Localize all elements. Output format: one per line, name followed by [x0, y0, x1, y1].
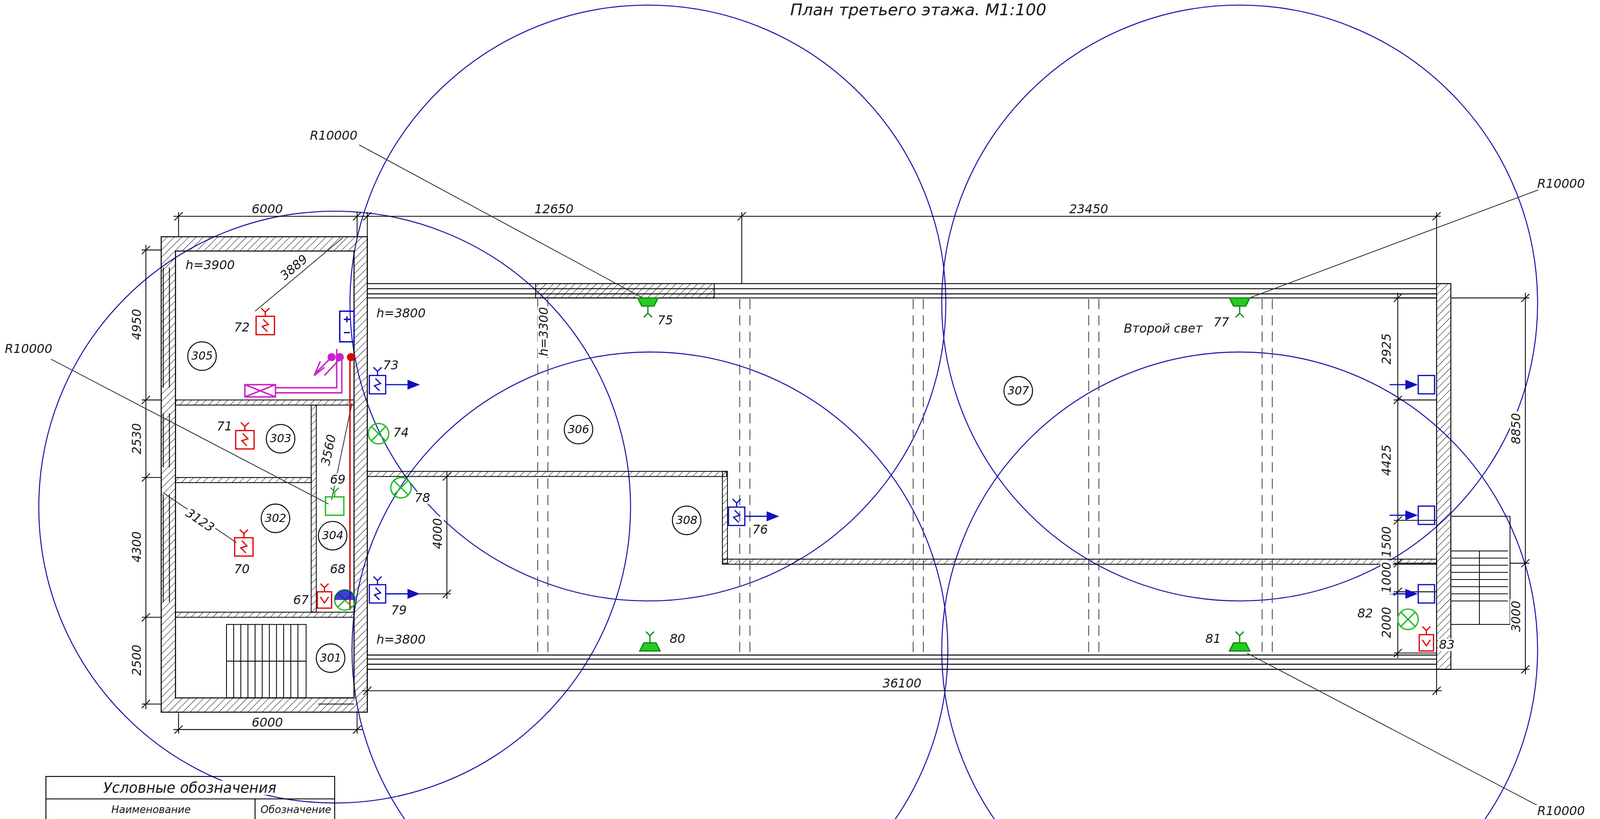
- room-number: 304: [322, 530, 344, 542]
- dimension-text: 2000: [1380, 605, 1393, 639]
- dimension-text: 3889: [277, 251, 311, 283]
- room-number-circle: 306: [563, 414, 594, 445]
- height-mark: h=3800: [375, 307, 427, 320]
- height-mark: h=3900: [184, 259, 236, 272]
- dimension-text: 2500: [130, 643, 143, 677]
- dimension-text: 4000: [431, 516, 444, 551]
- room-number-circle: 302: [260, 503, 291, 534]
- radius-label: R10000: [308, 129, 359, 142]
- room-number: 302: [264, 512, 287, 524]
- legend-table-cell: Обозначение: [259, 804, 333, 816]
- dimension-text: 3123: [182, 505, 218, 535]
- room-number: 305: [191, 350, 213, 362]
- room-number-circle: 301: [315, 643, 346, 674]
- dimension-text: 36100: [881, 677, 923, 690]
- callout-number: 73: [381, 359, 400, 372]
- room-number: 306: [567, 423, 590, 436]
- callout-number: 81: [1204, 632, 1223, 645]
- callout-number: 71: [215, 420, 234, 433]
- callout-number: 76: [751, 523, 769, 536]
- dimension-text: 3000: [1510, 599, 1523, 633]
- radius-label: R10000: [1536, 177, 1586, 190]
- room-number-circle: 307: [1003, 376, 1034, 406]
- callout-number: 77: [1212, 316, 1231, 329]
- room-number: 308: [675, 514, 698, 526]
- drawing-title: План третьего этажа. М1:100: [789, 1, 1048, 19]
- room-number-circle: 305: [187, 341, 217, 371]
- callout-number: 67: [292, 593, 310, 607]
- callout-number: 78: [413, 491, 432, 504]
- room-number: 307: [1007, 385, 1030, 397]
- callout-number: 83: [1438, 638, 1456, 651]
- room-number-circle: 308: [671, 505, 702, 536]
- dimension-text: 2530: [130, 422, 143, 456]
- callout-number: 82: [1356, 606, 1374, 620]
- callout-number: 69: [329, 473, 347, 486]
- dimension-text: 4950: [130, 307, 143, 342]
- dimension-text: 4425: [1380, 443, 1393, 477]
- height-mark: h=3800: [375, 633, 427, 646]
- radius-label: R10000: [3, 342, 54, 355]
- dimension-text: 2925: [1380, 332, 1393, 366]
- callout-number: 70: [232, 563, 251, 576]
- callout-number: 75: [656, 314, 675, 327]
- dimension-text: 1500: [1380, 525, 1393, 559]
- callout-number: 74: [392, 426, 410, 439]
- dimension-text: 3560: [318, 432, 338, 468]
- room-number-circle: 303: [265, 423, 296, 454]
- note-text: Второй свет: [1122, 322, 1204, 335]
- callout-number: 68: [329, 563, 347, 576]
- dimension-text: 23450: [1068, 203, 1110, 216]
- callout-number: 79: [390, 604, 408, 617]
- radius-label: R10000: [1536, 804, 1586, 818]
- callout-number: 72: [232, 321, 251, 334]
- callout-number: 80: [668, 632, 687, 645]
- room-number: 303: [269, 433, 292, 445]
- dimension-text: 8850: [1510, 412, 1523, 446]
- legend-table-cell: Условные обозначения: [102, 780, 278, 796]
- dimension-text: 6000: [250, 716, 285, 729]
- dimension-text: 4300: [130, 530, 143, 564]
- legend-table-cell: Наименование: [110, 804, 192, 816]
- room-number: 301: [319, 652, 342, 664]
- height-mark: h=3300: [537, 305, 550, 358]
- room-number-circle: 304: [317, 520, 348, 551]
- dimension-text: 6000: [250, 203, 285, 216]
- dimension-text: 1000: [1380, 560, 1393, 594]
- dimension-text: 12650: [533, 203, 575, 216]
